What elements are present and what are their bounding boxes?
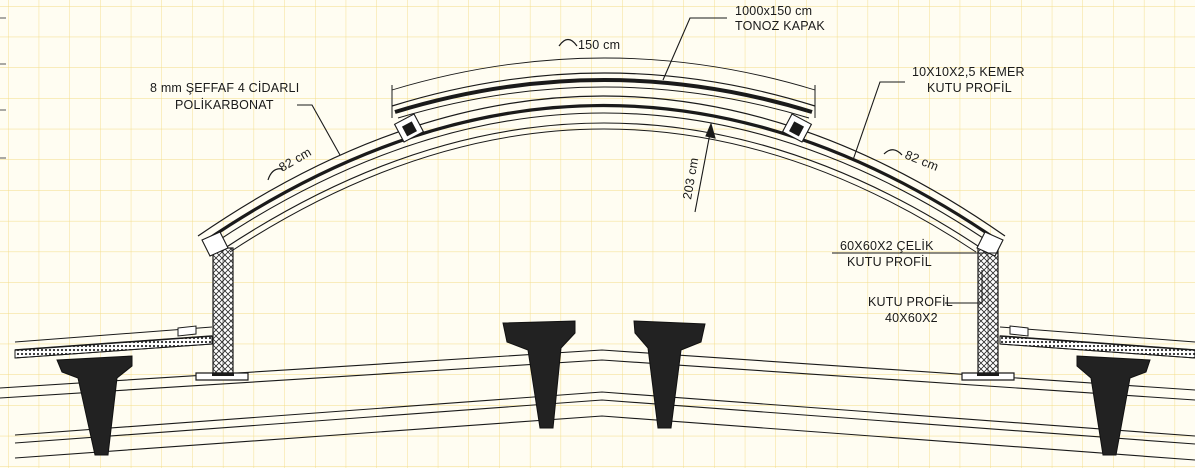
arc-symbol-top [558,38,578,47]
top-arc-dimension: 150 cm [578,38,620,52]
box-profile-label-line-2: 40X60X2 [885,311,938,325]
arch-inner-line-2 [221,122,985,251]
text-labels: 1000x150 cm TONOZ KAPAK 8 mm ŞEFFAF 4 Cİ… [150,4,1025,325]
arch-inner-line-3 [229,128,977,253]
label-leaders [297,17,998,304]
steel-profile-label-line-1: 60X60X2 ÇELİK [840,239,934,253]
leader-arch-profile [852,81,905,161]
purlin-center-left [502,320,576,429]
purlin-center-right [633,320,706,429]
height-dimension-leader [694,122,716,213]
existing-roof-lines [0,349,1195,461]
right-upstand-post [961,247,1015,381]
left-roof-panel [14,325,213,359]
right-roof-panel [999,325,1195,359]
cover-label-line-1: 1000x150 cm [735,4,812,18]
arch-inner-line-1 [209,112,996,247]
steel-purlins [56,320,1151,456]
arch-profile-label-line-1: 10X10X2,5 KEMER [912,65,1025,79]
box-profile-label-line-1: KUTU PROFİL [868,295,953,309]
leader-box-profile [945,270,983,304]
arch-outer-line [197,95,1006,237]
margin-ticks [0,17,6,159]
steel-profile-label-line-2: KUTU PROFİL [847,255,932,269]
leader-polycarbonate [297,104,341,156]
left-upstand-post [195,247,249,381]
purlin-right [1076,355,1151,456]
arc-symbol-left [267,168,284,181]
arc-symbols [267,38,903,181]
cover-label-line-2: TONOZ KAPAK [735,19,825,33]
arch-profile-label-line-2: KUTU PROFİL [927,81,1012,95]
vault-cover [391,57,816,119]
polycarbonate-label-line-2: POLİKARBONAT [175,98,274,112]
arc-symbol-right [883,149,903,156]
leader-cover [662,17,727,81]
vault-arch [197,95,1006,253]
polycarbonate-sheet [203,104,1001,244]
purlin-left [56,355,133,456]
arch-clamps [201,113,1004,257]
polycarbonate-label-line-1: 8 mm ŞEFFAF 4 CİDARLI [150,81,299,95]
